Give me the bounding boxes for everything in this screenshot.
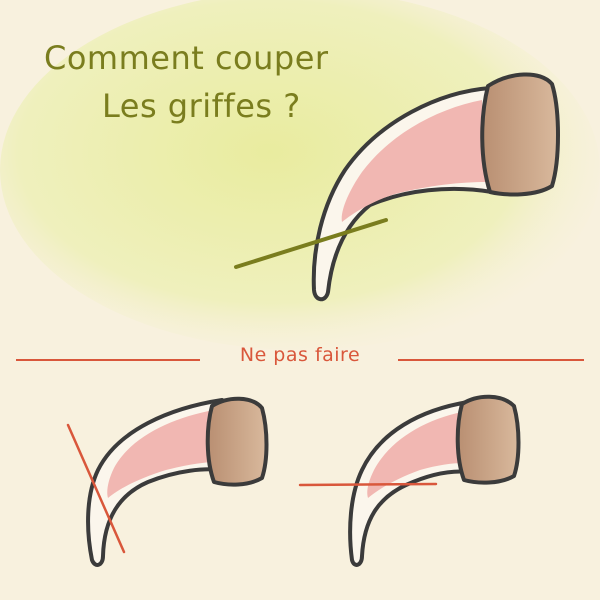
bad2-wrong-cut-line xyxy=(298,482,438,487)
bad2-claw-quick xyxy=(367,412,464,498)
page-title: Comment couper Les griffes ? xyxy=(22,34,422,130)
bad-claw-diagonal-icon xyxy=(66,396,269,567)
correct-cut-line xyxy=(234,218,388,269)
bad1-claw-base xyxy=(205,396,269,487)
main-claw-quick xyxy=(341,100,486,222)
bad2-claw-base xyxy=(455,394,521,485)
bad-claw-horizontal-icon xyxy=(298,394,521,567)
highlight-blob xyxy=(0,0,600,350)
main-claw-base xyxy=(480,72,560,197)
section-label-dont-do: Ne pas faire xyxy=(239,344,361,366)
main-claw-icon xyxy=(234,72,560,302)
bad1-claw-quick xyxy=(107,410,216,498)
title-line-1: Comment couper xyxy=(44,39,329,77)
bad1-wrong-cut-line xyxy=(66,423,126,554)
title-line-2: Les griffes ? xyxy=(102,87,301,125)
